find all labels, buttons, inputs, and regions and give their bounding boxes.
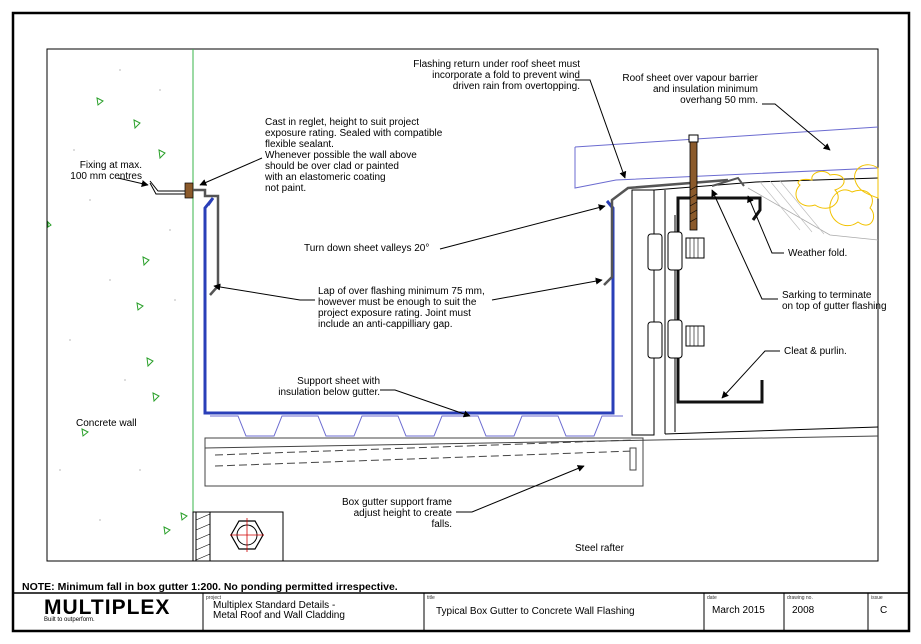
roof-screw	[688, 134, 699, 231]
drawing-issue: C	[880, 605, 888, 616]
brand-tagline: Built to outperform.	[44, 617, 95, 623]
title-block-frame	[13, 592, 909, 631]
leader-lap-right	[491, 277, 603, 301]
support-sheet	[210, 415, 623, 437]
label-box-gutter-frame: Box gutter support frame adjust height t…	[341, 497, 452, 530]
label-support-sheet: Support sheet with insulation below gutt…	[278, 376, 380, 398]
leader-sarking	[711, 189, 778, 300]
label-reglet: Cast in reglet, height to suit project e…	[265, 117, 443, 194]
leader-turn-down	[439, 204, 606, 250]
leader-lines	[117, 79, 831, 513]
label-roof-sheet: Roof sheet over vapour barrier and insul…	[622, 73, 758, 106]
label-cleat: Cleat & purlin.	[784, 346, 847, 357]
label-flashing-return: Flashing return under roof sheet must in…	[413, 59, 580, 92]
issue-caption: issue	[871, 595, 883, 601]
project-caption: project	[206, 595, 222, 601]
leader-fixing	[117, 177, 149, 187]
label-steel-rafter: Steel rafter	[575, 543, 624, 554]
date-caption: date	[707, 595, 717, 601]
concrete-wall	[47, 49, 194, 561]
label-concrete-wall: Concrete wall	[76, 418, 137, 429]
drawing-title: Typical Box Gutter to Concrete Wall Flas…	[436, 606, 635, 617]
label-sarking: Sarking to terminate on top of gutter fl…	[782, 290, 887, 312]
reglet-fixing	[149, 180, 220, 296]
fall-note: NOTE: Minimum fall in box gutter 1:200. …	[22, 581, 398, 593]
sheet-border	[11, 11, 911, 633]
drawing-number: 2008	[792, 605, 815, 616]
gutter-support-frame	[204, 435, 879, 487]
label-lap: Lap of over flashing minimum 75 mm, howe…	[318, 286, 485, 330]
drawing-frame	[46, 48, 879, 562]
leader-weather-fold	[747, 195, 784, 254]
drawing-date: March 2015	[712, 605, 765, 616]
leader-support-sheet	[380, 389, 471, 418]
concrete-aggregate-marks	[47, 97, 188, 535]
leader-reglet	[199, 157, 263, 186]
label-weather-fold: Weather fold.	[788, 248, 848, 259]
project-name: Multiplex Standard Details - Metal Roof …	[213, 600, 345, 621]
roof-structure	[574, 126, 879, 436]
insulation	[795, 164, 879, 227]
leader-box-gutter	[456, 465, 585, 513]
concrete-speckles	[59, 69, 176, 521]
brand-logo: MULTIPLEX	[44, 596, 171, 619]
leader-lap-left	[213, 283, 315, 301]
leader-flashing-return	[575, 79, 627, 179]
leader-cleat	[721, 350, 780, 399]
drawing-no-caption: drawing no.	[787, 595, 813, 601]
label-fixing: Fixing at max. 100 mm centres	[70, 160, 142, 182]
purlin-bolts	[647, 231, 705, 359]
label-turn-down: Turn down sheet valleys 20°	[304, 243, 430, 254]
title-caption: title	[427, 595, 435, 601]
box-gutter	[203, 178, 729, 415]
rafter-connection	[192, 511, 284, 562]
leader-roof-sheet	[762, 103, 831, 151]
